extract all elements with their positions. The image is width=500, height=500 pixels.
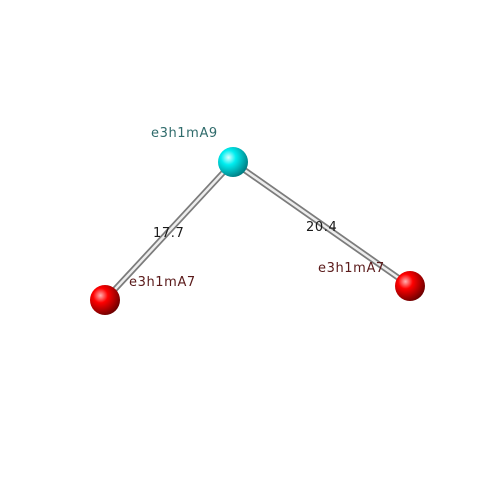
atom-label-a7-left: e3h1mA7	[129, 275, 196, 290]
bond-sticks	[102, 159, 413, 303]
atom-a7-left[interactable]	[90, 285, 120, 315]
bond-distance-left: 17.7	[153, 226, 184, 241]
bond-stick-left-highlight	[103, 160, 235, 302]
atom-a7-right[interactable]	[395, 271, 425, 301]
bond-stick-right-highlight	[231, 160, 412, 288]
bond-distance-right: 20.4	[306, 220, 337, 235]
atom-label-a7-right: e3h1mA7	[318, 261, 385, 276]
atom-a9[interactable]	[218, 147, 248, 177]
atom-label-a9: e3h1mA9	[151, 126, 218, 141]
